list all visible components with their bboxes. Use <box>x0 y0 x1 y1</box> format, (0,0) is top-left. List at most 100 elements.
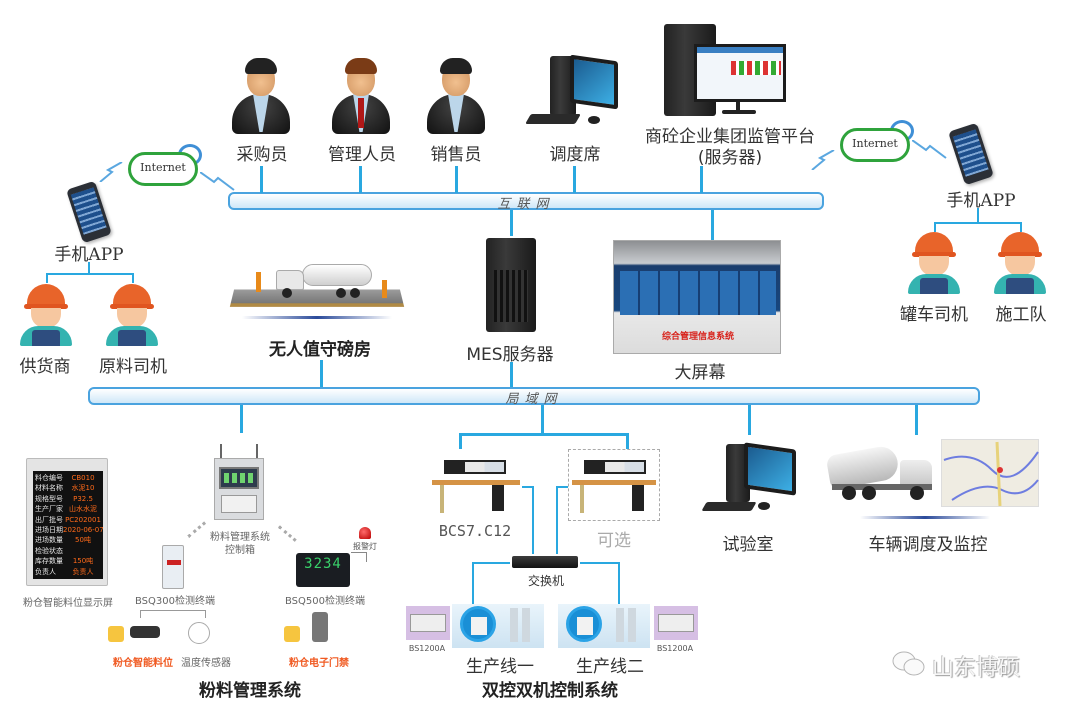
left-tree-bar <box>46 273 134 275</box>
right-app-label: 手机APP <box>946 191 1016 211</box>
temperature-sensor-label: 温度传感器 <box>181 658 231 669</box>
door-lock-label: 粉仓电子门禁 <box>289 658 349 669</box>
left-cloud-label: Internet <box>140 161 186 174</box>
left-wireless-signal-icon-2 <box>200 172 235 191</box>
left-tree-branch-1 <box>46 273 48 283</box>
sales-avatar <box>425 58 487 138</box>
right-cloud-label: Internet <box>852 137 898 150</box>
alarm-light-label: 报警灯 <box>353 542 377 551</box>
powder-control-box-icon <box>214 458 264 520</box>
display-row-key: 库存数量 <box>35 557 63 566</box>
link-lab-lan <box>748 405 751 435</box>
link-bigscreen-internet <box>711 210 714 240</box>
display-row: 料仓编号 CB010 <box>35 473 101 483</box>
optional-station-label: 可选 <box>597 531 631 551</box>
display-row: 规格型号 P32.5 <box>35 494 101 504</box>
switch-label: 交换机 <box>527 574 564 588</box>
display-row-key: 负责人 <box>35 567 56 576</box>
controller-left-label: BS1200A <box>408 644 446 653</box>
lan-bus: 局域网 <box>88 387 980 407</box>
watermark-text: 山东博硕 <box>932 656 1021 681</box>
big-screen-banner: 综合管理信息系统 <box>661 332 734 342</box>
antenna-icon <box>220 444 222 458</box>
silo-display-label: 粉仓智能料位显示屏 <box>23 598 113 609</box>
display-row-value: 50吨 <box>75 536 91 545</box>
left-app-label: 手机APP <box>54 245 124 265</box>
production-line-2-label: 生产线二 <box>576 657 644 677</box>
link-dual-control-lan <box>541 405 544 435</box>
link-group-platform <box>700 166 703 193</box>
temperature-sensor-icon <box>188 622 210 644</box>
mes-server-label: MES服务器 <box>466 345 554 365</box>
dual-tree-left <box>459 433 462 449</box>
thumbs-up-icon-2 <box>284 626 300 642</box>
wireless-dots-right <box>277 525 297 543</box>
bsq300-bracket <box>140 610 206 618</box>
dual-tree-right <box>626 433 629 449</box>
display-row-value: CB010 <box>71 474 95 482</box>
controller-right-icon <box>654 606 698 640</box>
display-row-value: PC202001 <box>65 515 101 524</box>
powder-system-title: 粉料管理系统 <box>199 681 301 701</box>
right-wireless-signal-icon <box>811 150 835 170</box>
dual-control-title: 双控双机控制系统 <box>482 681 618 701</box>
supplier-label: 供货商 <box>19 357 71 377</box>
display-row-value: P32.5 <box>73 494 93 503</box>
construction-team-worker-icon <box>992 232 1048 294</box>
alarm-connector <box>351 552 367 562</box>
display-row-key: 生产厂家 <box>35 505 63 514</box>
antenna-icon-2 <box>256 444 258 458</box>
right-tree-branch-2 <box>1020 222 1022 232</box>
link-mes-lan <box>510 362 513 388</box>
display-row: 生产厂家山水水泥 <box>35 504 101 514</box>
display-row-key: 检验状态 <box>35 546 63 555</box>
display-row-key: 规格型号 <box>35 494 63 503</box>
wechat-icon <box>892 650 926 678</box>
bsq500-terminal-icon: 3234 <box>296 553 350 587</box>
internet-bus-label: 互联网 <box>497 197 555 212</box>
construction-team-label: 施工队 <box>995 305 1047 325</box>
alarm-light-icon <box>359 527 371 539</box>
display-row-key: 料仓编号 <box>35 474 63 482</box>
link-powder-lan <box>240 405 243 433</box>
display-row: 材料名称水泥10 <box>35 483 101 493</box>
left-wireless-signal-icon <box>99 162 123 182</box>
tanker-driver-label: 罐车司机 <box>900 305 968 325</box>
link-switch-line2-v <box>618 562 620 606</box>
link-sales <box>455 166 458 193</box>
network-switch-icon <box>512 556 578 568</box>
link-purchaser <box>260 166 263 193</box>
left-tree-branch-2 <box>132 273 134 283</box>
gps-map-icon <box>941 439 1039 507</box>
display-row-key: 进场日期 <box>35 525 63 534</box>
purchaser-avatar <box>230 58 292 138</box>
link-dispatch <box>573 166 576 193</box>
left-internet-cloud-icon: Internet <box>128 144 204 186</box>
right-tree-stem <box>977 208 979 222</box>
display-row-value: 负责人 <box>72 567 94 576</box>
lab-label: 试验室 <box>722 535 774 555</box>
weighbridge-label: 无人值守磅房 <box>269 340 371 360</box>
right-wireless-signal-icon-2 <box>912 140 947 159</box>
vehicle-underline <box>860 516 990 519</box>
tanker-driver-worker-icon <box>906 232 962 294</box>
raw-material-driver-label: 原料司机 <box>99 357 167 377</box>
supplier-worker-icon <box>18 284 74 346</box>
group-platform-label-line2: (服务器) <box>697 148 763 168</box>
left-phone-icon <box>66 180 112 244</box>
display-row-value <box>65 546 101 556</box>
link-vehicle-lan <box>915 405 918 435</box>
display-row-key: 进场数量 <box>35 536 63 545</box>
bsq300-terminal-icon <box>162 545 184 589</box>
display-row: 检验状态 <box>35 546 101 556</box>
bcs-station-label: BCS7.C12 <box>438 522 512 540</box>
controller-left-icon <box>406 606 450 640</box>
link-weighbridge-lan <box>320 360 323 388</box>
display-row: 进场数量 50吨 <box>35 535 101 545</box>
manager-label: 管理人员 <box>328 145 396 165</box>
lan-bus-label: 局域网 <box>505 392 563 407</box>
door-lock-icon <box>312 612 328 642</box>
